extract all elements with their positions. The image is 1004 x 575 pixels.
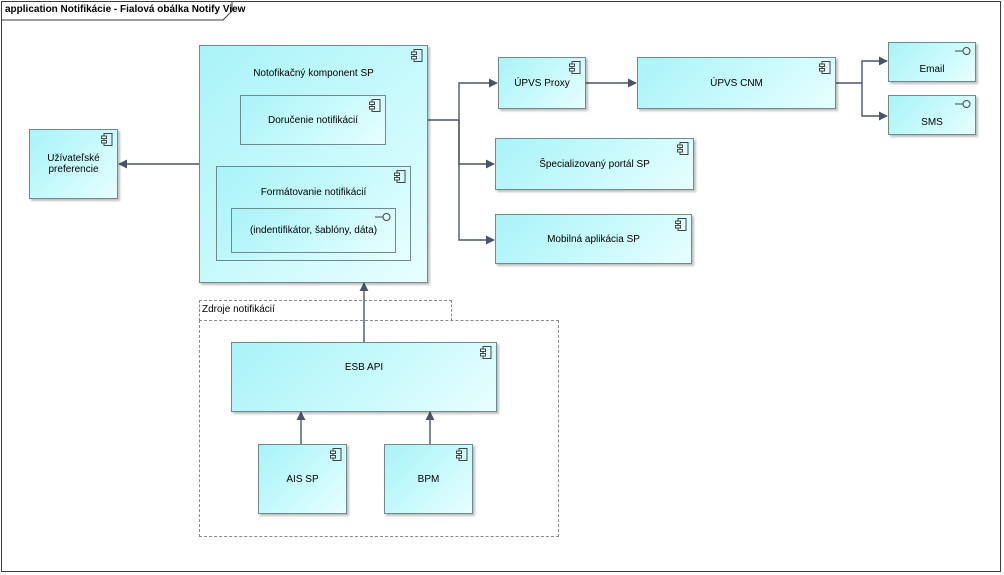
node-dorucenie-notifikacii[interactable]: Doručenie notifikácií [240,95,386,145]
interface-icon [955,47,971,55]
diagram-title: application Notifikácie - Fialová obálka… [5,4,246,15]
node-ais-sp[interactable]: AIS SP [258,444,347,514]
component-icon [677,142,689,155]
edge-cnm-to-email [861,56,888,83]
component-icon [569,61,581,74]
component-icon [101,133,113,146]
component-icon [369,99,381,112]
node-upvs-proxy[interactable]: ÚPVS Proxy [498,57,586,109]
component-icon [480,346,492,359]
node-mobilna-aplikacia-sp[interactable]: Mobilná aplikácia SP [495,214,692,264]
node-specializovany-portal-sp-label: Špecializovaný portál SP [539,158,650,170]
component-icon [819,61,831,74]
node-uzivatelske-preferencie-label: Užívateľské preferencie [47,153,100,175]
node-upvs-proxy-label: ÚPVS Proxy [514,77,570,89]
node-identifikator-sablony-data[interactable]: (indentifikátor, šablóny, dáta) [231,208,396,253]
node-mobilna-aplikacia-sp-label: Mobilná aplikácia SP [547,233,640,245]
node-sms[interactable]: SMS [888,95,976,135]
node-esb-api-label: ESB API [344,361,384,373]
node-upvs-cnm-label: ÚPVS CNM [710,77,763,89]
component-icon [675,218,687,231]
edge-dorucenie-to-proxy [458,78,498,120]
node-formatovanie-notifikacii-label: Formátovanie notifikácií [260,187,367,198]
edge-dorucenie-to-mobilna [458,120,495,245]
node-email[interactable]: Email [888,42,976,82]
component-icon [456,448,468,461]
node-specializovany-portal-sp[interactable]: Špecializovaný portál SP [495,138,694,190]
group-zdroje-notifikacii[interactable] [199,320,559,537]
node-dorucenie-notifikacii-label: Doručenie notifikácií [267,114,359,126]
node-uzivatelske-preferencie[interactable]: Užívateľské preferencie [29,129,118,199]
edge-cnm-to-sms [861,83,888,121]
node-identifikator-sablony-data-label: (indentifikátor, šablóny, dáta) [249,225,378,236]
node-ais-sp-label: AIS SP [286,473,319,485]
node-notofikacny-komponent-sp-label: Notofikačný komponent SP [253,68,374,79]
interface-icon [955,100,971,108]
group-zdroje-notifikacii-tab [199,300,452,321]
node-bpm[interactable]: BPM [384,444,473,514]
diagram-title-tab-outline [1,1,233,21]
node-upvs-cnm[interactable]: ÚPVS CNM [637,57,836,109]
component-icon [394,170,406,183]
component-icon [411,49,423,62]
node-bpm-label: BPM [417,473,440,485]
edge-dorucenie-to-portal [458,120,495,169]
component-icon [330,448,342,461]
node-esb-api[interactable]: ESB API [231,342,497,412]
node-email-label: Email [919,63,945,75]
interface-icon [375,213,391,221]
group-zdroje-notifikacii-label: Zdroje notifikácií [202,304,275,315]
node-sms-label: SMS [921,116,943,128]
